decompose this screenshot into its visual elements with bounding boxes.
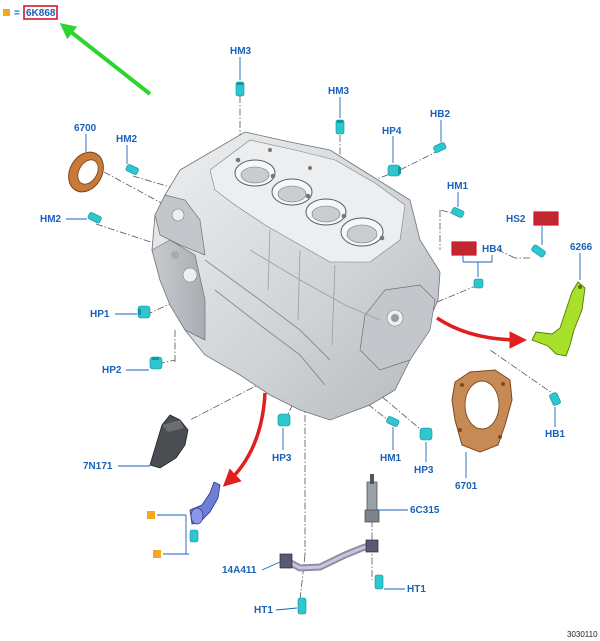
bolt-ht1-bottom <box>297 597 307 615</box>
label-hm1-bottom: HM1 <box>380 453 402 464</box>
position-sensor <box>189 481 221 525</box>
highlight-box-hb4 <box>451 241 477 256</box>
label-hm1-right: HM1 <box>447 181 469 192</box>
shield-7n171 <box>149 414 189 469</box>
bolt-hp3-left <box>277 413 291 427</box>
legend-part-number: 6K868 <box>26 8 56 19</box>
bolt-hm3-mid <box>335 119 345 135</box>
label-7n171: 7N171 <box>83 461 113 472</box>
bolt-hp2 <box>149 356 163 370</box>
legend-equals: = <box>14 8 20 19</box>
label-hm3-top: HM3 <box>230 46 252 57</box>
harness-14a411 <box>279 539 379 572</box>
label-ht1-bottom: HT1 <box>254 605 273 616</box>
rear-seal-6700 <box>68 151 104 193</box>
label-hb4-tag: HB4 <box>453 244 473 255</box>
bolt-hb1 <box>549 392 561 406</box>
label-hp3-right: HP3 <box>414 465 434 476</box>
label-hp4: HP4 <box>382 126 402 137</box>
label-hb4: HB4 <box>482 244 502 255</box>
label-hp3-left: HP3 <box>272 453 292 464</box>
bolt-hp4 <box>387 164 401 177</box>
bolt-hm1-right <box>451 207 465 218</box>
label-hb1: HB1 <box>545 429 565 440</box>
label-hs2-tag: HS2 <box>535 214 555 225</box>
bolt-hm2-lower <box>87 212 102 224</box>
label-14a411: 14A411 <box>222 565 257 576</box>
sensor-6c315 <box>364 474 380 523</box>
retainer-plate-6701 <box>451 369 513 453</box>
leader-lines <box>66 57 581 611</box>
bolt-hm3-top <box>235 81 245 97</box>
square-bullet-icon <box>153 550 161 558</box>
label-hm3-mid: HM3 <box>328 86 350 97</box>
bolt-hs2 <box>531 244 546 258</box>
engine-block <box>151 131 441 421</box>
figure-reference: 3030110 <box>567 630 598 639</box>
red-curved-arrow-icon <box>436 316 527 349</box>
green-arrow-icon <box>59 23 152 96</box>
label-hb2: HB2 <box>430 109 450 120</box>
red-curved-arrow-icon <box>222 392 267 487</box>
bracket-6266 <box>531 281 586 357</box>
label-6701: 6701 <box>455 481 478 492</box>
bolt-hm1-bottom <box>386 416 400 427</box>
square-bullet-icon <box>3 9 10 16</box>
bolt-hp3-right <box>419 427 433 441</box>
bolt-sensor-1 <box>189 529 199 543</box>
callout-labels: HM3 HM3 HB2 HP4 6700 HM2 HM2 HM1 HS2 HS2… <box>40 46 593 616</box>
label-hp1: HP1 <box>90 309 110 320</box>
bolt-hm2-upper <box>125 164 139 175</box>
label-ht1-right: HT1 <box>407 584 426 595</box>
label-6266: 6266 <box>570 242 593 253</box>
bolt-hb2 <box>433 142 447 153</box>
legend: = 6K868 <box>3 5 58 20</box>
label-hs2: HS2 <box>506 214 526 225</box>
label-hm2-lower: HM2 <box>40 214 62 225</box>
legend-highlight-box <box>23 5 58 20</box>
bolt-ht1-right <box>374 574 384 590</box>
bolt-hp1 <box>137 305 151 319</box>
label-6700: 6700 <box>74 123 97 134</box>
bolt-hb4 <box>473 278 484 289</box>
label-6c315: 6C315 <box>410 505 440 516</box>
label-hp2: HP2 <box>102 365 122 376</box>
highlight-box-hs2 <box>533 211 559 226</box>
label-hm2-upper: HM2 <box>116 134 138 145</box>
square-bullet-icon <box>147 511 155 519</box>
